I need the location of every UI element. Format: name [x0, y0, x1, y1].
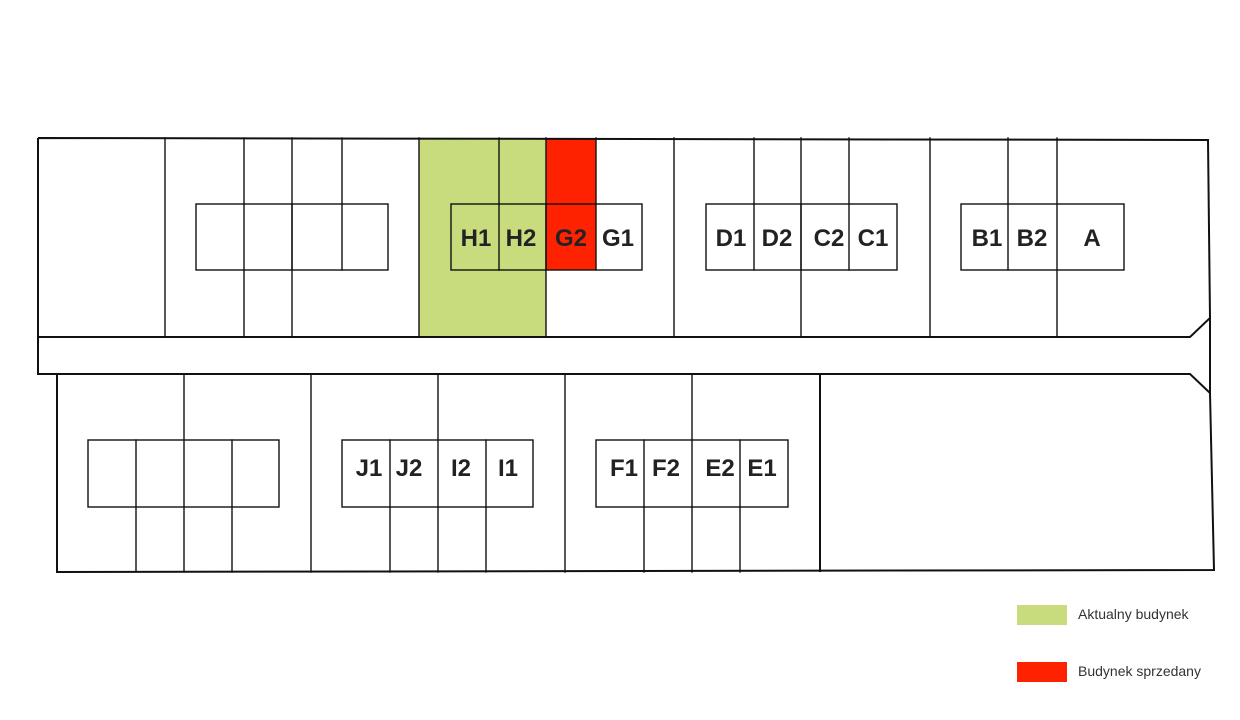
unit-label-b2[interactable]: B2: [1017, 225, 1048, 252]
unit-label-a[interactable]: A: [1083, 225, 1100, 252]
unit-label-c2[interactable]: C2: [814, 225, 845, 252]
site-boundary: [37, 137, 1212, 394]
lower-block-boundary: [56, 374, 1216, 574]
unit-label-g2[interactable]: G2: [555, 225, 587, 252]
lower-lot-dividers: [135, 373, 821, 573]
unit-label-d2[interactable]: D2: [762, 225, 793, 252]
legend-item-sold: Budynek sprzedany: [1017, 660, 1237, 684]
unit-label-d1[interactable]: D1: [716, 225, 747, 252]
unit-label-g1[interactable]: G1: [602, 225, 634, 252]
unit-label-f1[interactable]: F1: [610, 455, 638, 482]
plot-h-current-highlight: [419, 139, 546, 337]
legend-swatch-current: [1017, 605, 1067, 625]
unit-label-j1[interactable]: J1: [356, 455, 383, 482]
unit-labels: H1 H2 G2 G1 D1 D2 C2 C1 B1 B2 A J1 J2 I2…: [356, 225, 1101, 482]
legend-label-current: Aktualny budynek: [1078, 606, 1189, 622]
unit-label-b1[interactable]: B1: [972, 225, 1003, 252]
unit-label-i2[interactable]: I2: [451, 455, 471, 482]
legend-label-sold: Budynek sprzedany: [1078, 663, 1201, 679]
unit-label-e1[interactable]: E1: [747, 455, 776, 482]
upper-buildings: [195, 203, 1125, 271]
unit-label-e2[interactable]: E2: [705, 455, 734, 482]
legend-swatch-sold: [1017, 662, 1067, 682]
legend-item-current: Aktualny budynek: [1017, 603, 1237, 627]
lower-buildings: [87, 439, 789, 508]
unit-label-h1[interactable]: H1: [461, 225, 492, 252]
unit-label-i1[interactable]: I1: [498, 455, 518, 482]
unit-label-c1[interactable]: C1: [858, 225, 889, 252]
unit-label-h2[interactable]: H2: [506, 225, 537, 252]
unit-label-j2[interactable]: J2: [396, 455, 423, 482]
unit-label-f2[interactable]: F2: [652, 455, 680, 482]
